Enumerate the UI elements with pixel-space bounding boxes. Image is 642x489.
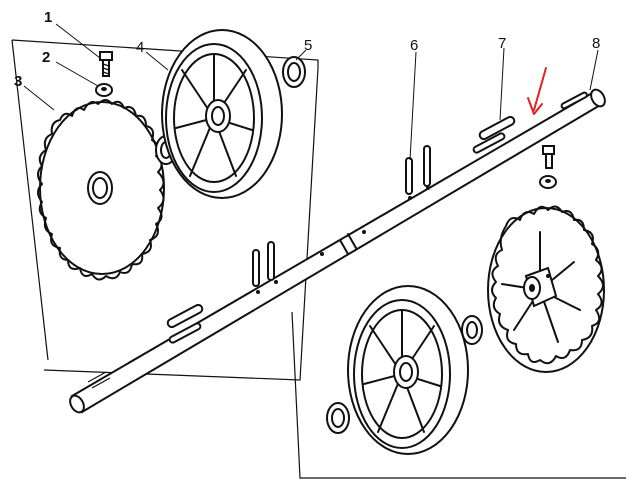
callout-7: 7 — [498, 35, 506, 52]
callout-4: 4 — [136, 39, 144, 56]
leader-lines — [23, 23, 599, 161]
key — [166, 115, 516, 329]
washer-upper — [282, 56, 306, 88]
callout-2: 2 — [42, 49, 50, 66]
callout-5: 5 — [304, 37, 312, 54]
callout-6: 6 — [410, 37, 418, 54]
wheel-lower — [347, 285, 469, 455]
nut-right — [539, 175, 557, 189]
shaft — [69, 88, 606, 414]
callout-8: 8 — [592, 35, 600, 52]
sprocket-left — [37, 99, 165, 281]
nut-upper — [95, 83, 113, 97]
bolt-right — [542, 145, 555, 169]
wheel-upper — [161, 29, 283, 199]
roll-pins-upper — [405, 145, 431, 195]
callout-3: 3 — [14, 73, 22, 90]
callout-1: 1 — [44, 9, 52, 26]
sprocket-right — [487, 205, 605, 373]
lower-panel-outline — [291, 311, 626, 479]
roll-pins-lower — [252, 241, 275, 287]
red-arrow-icon — [527, 67, 547, 115]
bolt-upper — [99, 51, 113, 77]
washer-lower — [326, 402, 350, 434]
